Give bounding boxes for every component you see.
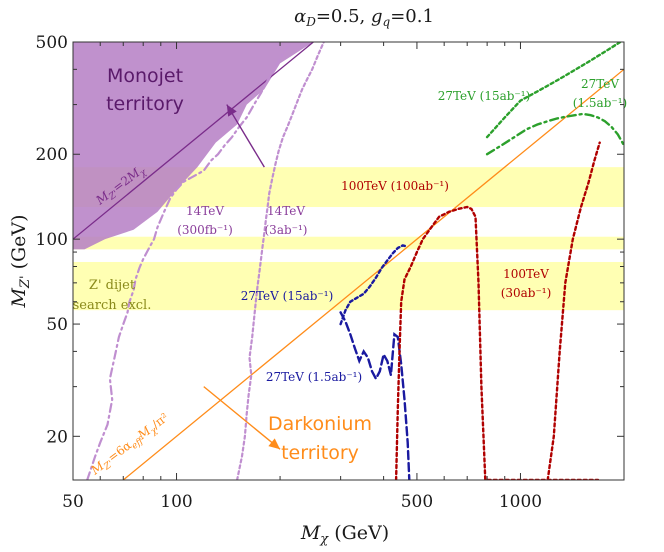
series-line-5 [394,205,600,480]
plot-area [73,42,624,311]
darkonium-label-line1: Darkonium [268,413,372,435]
monojet-arrow [226,104,265,168]
series-label-6-line1: 100TeV [503,267,549,281]
darkonium-arrow [203,386,281,450]
series-label-8-line2: (1.5ab⁻¹) [573,96,627,110]
series-line-7 [485,42,622,139]
y-tick-label-3: 100 [36,230,68,250]
darkonium-arrow-head [268,438,281,450]
series-line-2 [236,42,325,480]
series-line-4 [339,311,411,480]
series-label-2-line1: 14TeV [267,204,305,218]
series-label-6-line2: (30ab⁻¹) [501,286,552,300]
darkonium-label-line2: territory [281,442,359,464]
x-tick-label-1: 50 [62,492,84,512]
dijet-band-3 [73,261,624,311]
monojet-boundary-line [73,42,314,240]
series-label-8-line1: 27TeV [581,77,619,91]
series-label-4-line1: 27TeV (1.5ab⁻¹) [266,370,362,384]
y-tick-label-1: 20 [46,427,68,447]
dijet-label-line1: Z' dijet [89,278,136,293]
series-label-3-line1: 27TeV (15ab⁻¹) [241,289,334,303]
series-label-7-line1: 27TeV (15ab⁻¹) [438,89,531,103]
x-axis-label: Mχ (GeV) [300,522,389,547]
monojet-label-line2: territory [106,93,184,115]
x-tick-label-3: 500 [401,492,433,512]
series-line-6 [546,141,601,480]
chart-title: αD=0.5, gq=0.1 [294,6,434,29]
series-label-1-line1: 14TeV [186,204,224,218]
series-line-1 [86,42,292,480]
monojet-label-line1: Monojet [107,65,183,87]
series-label-2-line2: (3ab⁻¹) [265,223,308,237]
dijet-band-2 [73,236,624,250]
series-label-1-line2: (300fb⁻¹) [177,223,233,237]
monojet-arrow-head [226,104,237,117]
darkonium-boundary-line [122,68,624,480]
x-tick-label-4: 1000 [499,492,542,512]
curve-layer [73,42,624,480]
plot-frame [72,41,625,481]
series-label-5-line1: 100TeV (100ab⁻¹) [341,179,449,193]
x-tick-label-2: 100 [160,492,192,512]
series-line-3 [339,244,409,326]
y-tick-label-2: 50 [46,315,68,335]
dijet-label-line2: search excl. [73,298,152,313]
monojet-region [73,42,314,250]
axis-ticks: 50 100 500 1000 20 50 100 200 500 [36,33,625,512]
series-line-8 [485,112,624,156]
y-tick-label-4: 200 [36,145,68,165]
darkonium-boundary-label: MZ'=6αeffMχ/π² [88,410,173,480]
y-tick-label-5: 500 [36,33,68,53]
y-axis-label: MZ' (GeV) [8,214,33,308]
